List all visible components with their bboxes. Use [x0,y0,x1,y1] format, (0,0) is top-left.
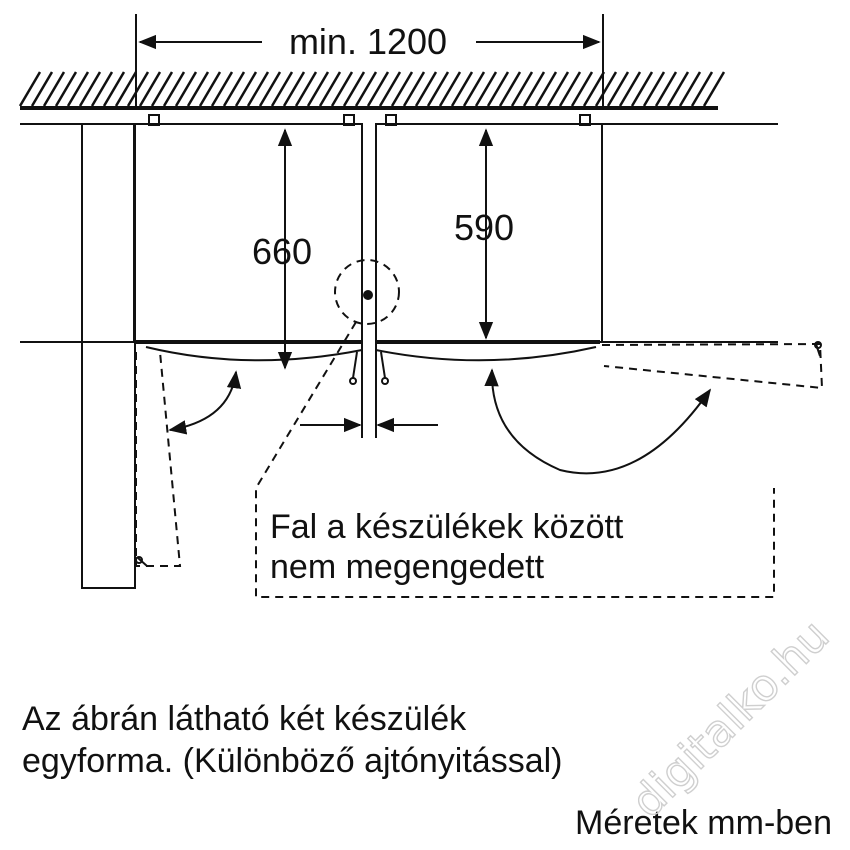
units-note: Méretek mm-ben [575,804,832,842]
hatch-line [366,71,390,107]
wall-hatching [18,71,726,107]
hatch-line [570,71,594,107]
hatch-line [282,71,306,107]
hatch-line [630,71,654,107]
detail-callout [255,259,775,598]
hatch-line [618,71,642,107]
hatch-line [390,71,414,107]
hatch-line [42,71,66,107]
hatch-line [342,71,366,107]
depth-dimension-right: 590 [454,128,514,340]
hatch-line [678,71,702,107]
hatch-line [186,71,210,107]
hatch-line [594,71,618,107]
hatch-line [198,71,222,107]
hatch-line [486,71,510,107]
hatch-line [54,71,78,107]
hatch-line [426,71,450,107]
hatch-line [174,71,198,107]
hatch-line [318,71,342,107]
center-gap [300,124,438,438]
hatch-line [126,71,150,107]
hatch-line [270,71,294,107]
hatch-line [450,71,474,107]
hatch-line [102,71,126,107]
hatch-line [702,71,726,107]
hatch-line [642,71,666,107]
hatch-line [162,71,186,107]
hatch-line [234,71,258,107]
hatch-line [522,71,546,107]
hatch-line [582,71,606,107]
hatch-line [90,71,114,107]
watermark: digitalko.hu [622,610,839,827]
hatch-line [666,71,690,107]
depth-left-label: 660 [252,231,312,272]
hatch-line [354,71,378,107]
left-appliance [133,123,363,362]
depth-dimension-left: 660 [252,128,312,370]
note-line-2: nem megengedett [270,548,545,586]
hatch-line [150,71,174,107]
hatch-line [222,71,246,107]
hatch-line [534,71,558,107]
hatch-line [30,71,54,107]
hatch-line [606,71,630,107]
hatch-line [306,71,330,107]
hatch-line [210,71,234,107]
hatch-line [294,71,318,107]
hatch-line [246,71,270,107]
hatch-line [462,71,486,107]
hatch-line [378,71,402,107]
hatch-line [258,71,282,107]
right-door-open [484,342,824,475]
left-side-cabinet [81,123,136,589]
width-label: min. 1200 [289,21,447,62]
hatch-line [330,71,354,107]
hatch-line [498,71,522,107]
note-line-1: Fal a készülékek között [270,508,624,546]
hatch-line [510,71,534,107]
hinge-symbols [135,341,822,567]
hatch-line [654,71,678,107]
hatch-line [438,71,462,107]
description-line-2: egyforma. (Különböző ajtónyitással) [22,742,563,780]
left-door-open [135,351,242,567]
hatch-line [690,71,714,107]
width-dimension: min. 1200 [135,14,604,108]
hatch-line [414,71,438,107]
hatch-line [66,71,90,107]
hatch-line [558,71,582,107]
hatch-line [78,71,102,107]
hatch-line [138,71,162,107]
back-wall [18,71,726,110]
depth-right-label: 590 [454,207,514,248]
hatch-line [18,71,42,107]
description-line-1: Az ábrán látható két készülék [22,700,467,738]
hatch-line [474,71,498,107]
hatch-line [114,71,138,107]
hatch-line [546,71,570,107]
hatch-line [402,71,426,107]
